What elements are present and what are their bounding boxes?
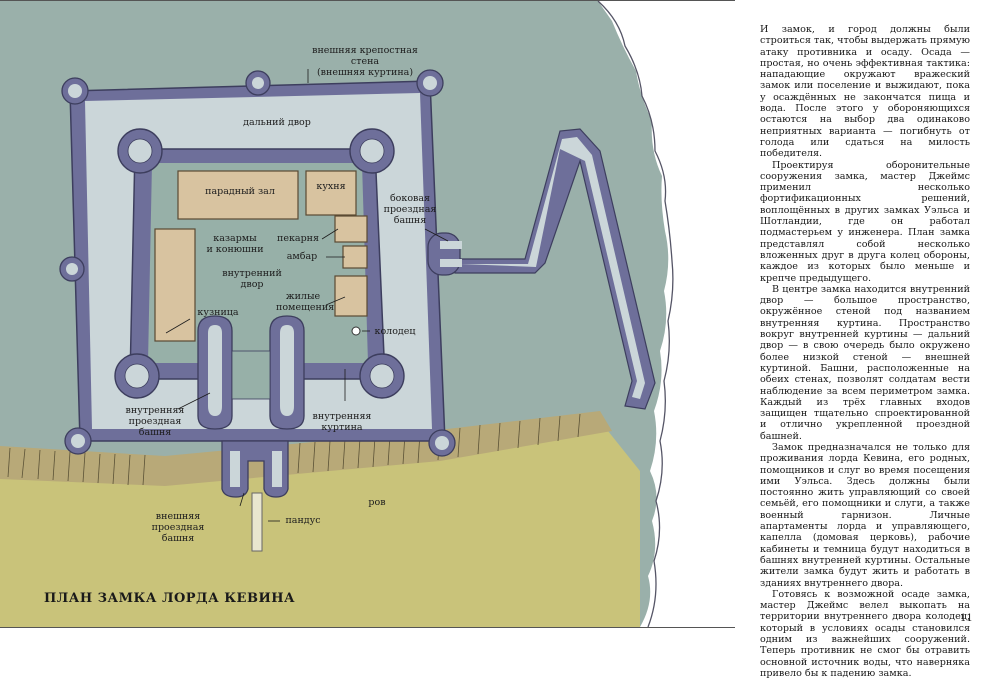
side-causeway-path [460, 137, 645, 399]
living-quarters-building [334, 275, 368, 317]
label-bakery: пекарня [277, 233, 319, 244]
granary-building [342, 245, 368, 269]
label-leader-lines [165, 69, 449, 522]
label-smithy: кузница [197, 307, 239, 318]
castle-plan-illustration: внешняя крепостная стена (внешняя куртин… [0, 0, 735, 628]
label-great-hall: парадный зал [205, 186, 275, 197]
inner-gate-tower [197, 315, 305, 430]
great-hall-building [177, 170, 299, 220]
cliff-edge [597, 1, 674, 627]
inner-tower-interiors [124, 138, 395, 389]
label-side-gate-tower: боковая проездная башня [383, 193, 437, 226]
paragraph: Замок предназначался не только для прожи… [760, 441, 970, 589]
label-inner-ward: внутренний двор [222, 268, 282, 290]
plan-title: ПЛАН ЗАМКА ЛОРДА КЕВИНА [44, 591, 296, 606]
outer-tower-interiors [66, 76, 449, 450]
label-outer-gate-tower: внешняя проездная башня [151, 511, 205, 544]
paragraph: Готовясь к возможной осаде замка, мастер… [760, 588, 970, 679]
kitchen-building [305, 170, 357, 216]
label-ramp: пандус [285, 515, 321, 526]
outer-gate-tower [221, 440, 289, 498]
barracks-building [154, 228, 196, 342]
label-inner-gate-tower: внутренняя проездная башня [125, 405, 185, 438]
label-living-quarters: жилые помещения [276, 291, 335, 313]
moat-slope [0, 411, 612, 486]
inner-buildings [154, 170, 368, 342]
label-barracks: казармы и конюшни [206, 233, 264, 255]
article-text: И замок, и город должны были строиться т… [760, 24, 970, 679]
well [351, 326, 361, 336]
ramp [251, 492, 263, 552]
label-outer-ward: дальний двор [243, 117, 311, 128]
castle-plan-drawing [0, 1, 735, 627]
side-gate-tower [427, 232, 462, 276]
side-causeway [454, 128, 656, 410]
moat-hatching [7, 413, 581, 486]
label-outer-curtain-wall: внешняя крепостная стена (внешняя куртин… [312, 45, 418, 78]
page-number: 11 [960, 613, 973, 624]
paragraph: Проектируя оборонительные сооружения зам… [760, 159, 970, 284]
label-moat: ров [368, 497, 386, 508]
label-inner-curtain-wall: внутренняя куртина [312, 411, 372, 433]
paragraph: В центре замка находится внутренний двор… [760, 283, 970, 442]
cliff-area [598, 1, 735, 627]
label-well: колодец [374, 326, 416, 337]
bakery-building [334, 215, 368, 243]
paragraph: И замок, и город должны были строиться т… [760, 24, 970, 160]
label-granary: амбар [286, 251, 318, 262]
label-kitchen: кухня [316, 181, 346, 192]
